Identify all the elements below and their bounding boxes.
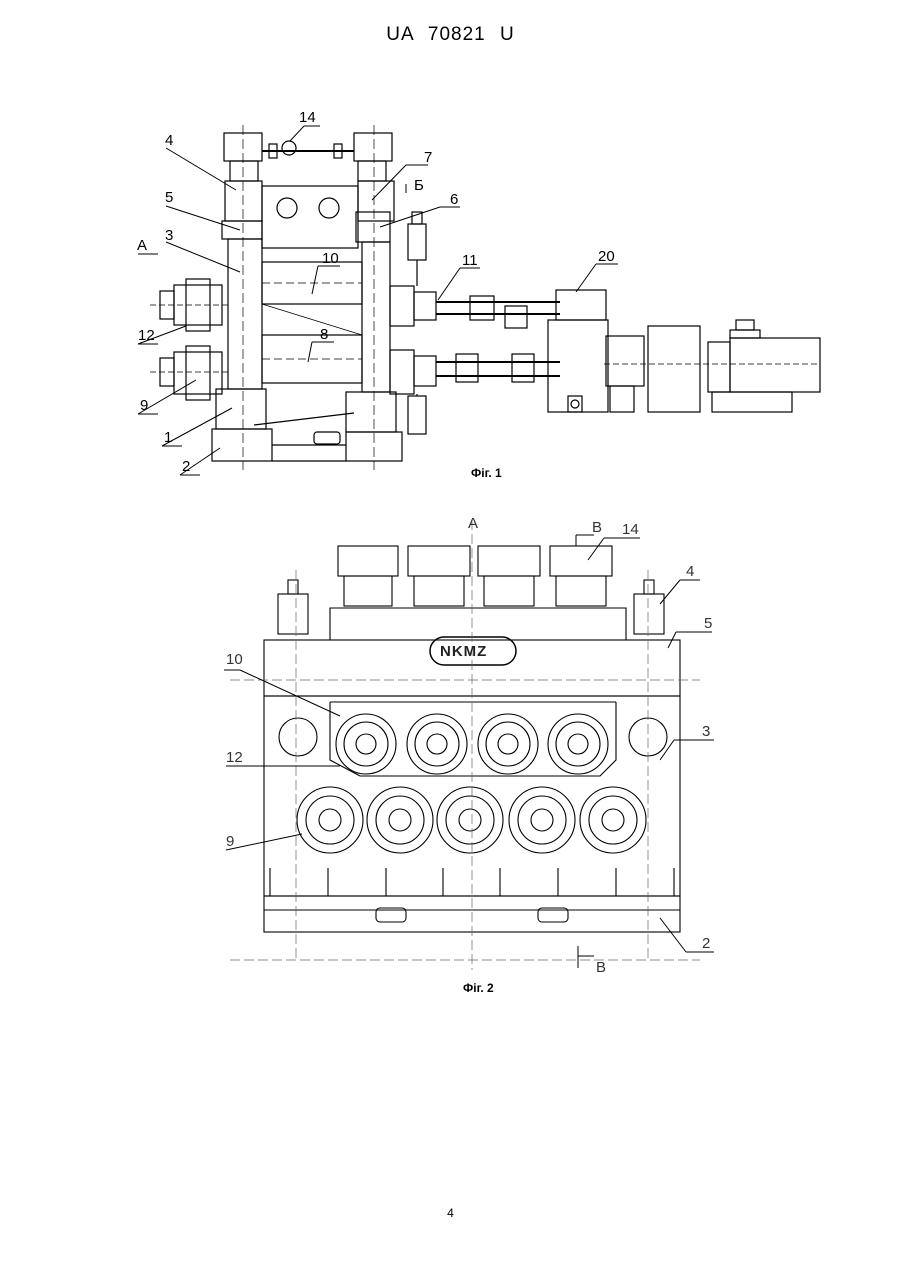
fig1-label-7: 7 — [424, 149, 432, 166]
fig2-label-5: 5 — [704, 615, 712, 632]
fig2-label-10: 10 — [226, 651, 243, 668]
fig1-label-3: 3 — [165, 227, 173, 244]
figure-2-centerlines — [230, 520, 700, 970]
fig2-label-12: 12 — [226, 749, 243, 766]
fig1-label-20: 20 — [598, 248, 615, 265]
figure-2-lower-rolls — [297, 787, 646, 853]
fig2-label-2: 2 — [702, 935, 710, 952]
fig1-label-6: 6 — [450, 191, 458, 208]
fig1-label-11: 11 — [462, 252, 478, 269]
figure-1-drawing — [150, 125, 820, 470]
fig1-label-12: 12 — [138, 327, 155, 344]
fig2-label-3: 3 — [702, 723, 710, 740]
fig1-label-5: 5 — [165, 189, 173, 206]
fig2-label-14: 14 — [622, 521, 639, 538]
fig2-label-4: 4 — [686, 563, 694, 580]
fig1-label-a: А — [137, 237, 147, 254]
fig2-label-b-top: В — [592, 519, 602, 536]
figure-2-leaders — [224, 535, 714, 968]
fig1-label-9: 9 — [140, 397, 148, 414]
fig2-label-a: А — [468, 515, 478, 532]
fig1-label-2: 2 — [182, 458, 190, 475]
fig2-label-b-bottom: В — [596, 959, 606, 976]
figure-1-caption: Фіг. 1 — [471, 466, 502, 480]
fig1-label-b: Б — [414, 177, 424, 194]
fig1-label-14: 14 — [299, 109, 316, 126]
fig1-label-4: 4 — [165, 132, 173, 149]
fig1-label-1: 1 — [164, 429, 172, 446]
fig2-label-9: 9 — [226, 833, 234, 850]
figure-2-caption: Фіг. 2 — [463, 981, 494, 995]
nkmz-logo: NKMZ — [440, 643, 487, 660]
fig1-label-10: 10 — [322, 250, 339, 267]
page-number: 4 — [0, 1206, 901, 1220]
fig1-label-8: 8 — [320, 326, 328, 343]
